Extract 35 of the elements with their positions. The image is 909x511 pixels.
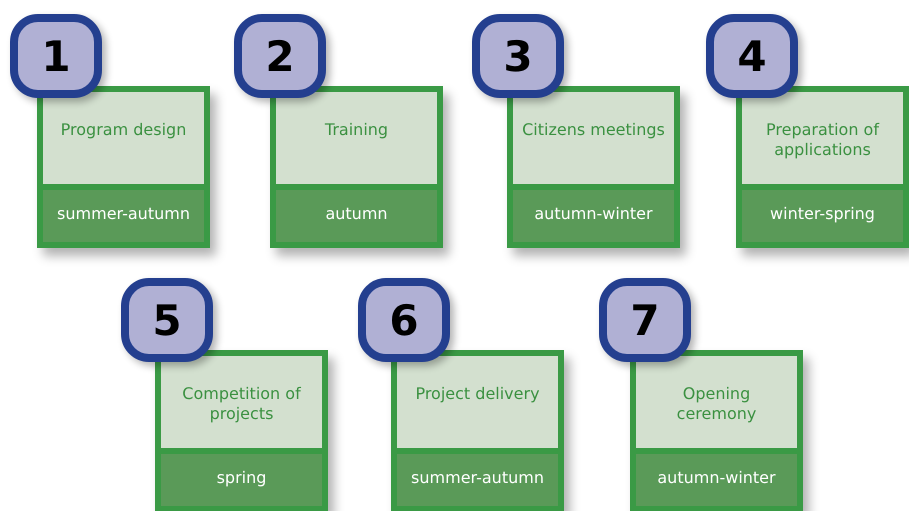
step-number: 3	[503, 32, 533, 80]
step-number: 6	[389, 296, 419, 344]
step-number: 2	[265, 32, 295, 80]
step-title: Competition of projects	[181, 384, 302, 424]
step-card	[630, 350, 803, 511]
step-period: spring	[216, 468, 266, 487]
step-number: 5	[152, 296, 182, 344]
number-badge	[472, 14, 564, 98]
step-title: Opening ceremony	[676, 384, 758, 424]
step-number: 1	[41, 32, 71, 80]
step-card	[37, 86, 210, 248]
step-title: Program design	[60, 120, 188, 140]
step-title: Citizens meetings	[521, 120, 666, 140]
number-badge	[358, 278, 450, 362]
step-period: summer-autumn	[57, 204, 190, 223]
step-period: autumn-winter	[534, 204, 653, 223]
step-title: Preparation of applications	[765, 120, 880, 160]
step-number: 4	[737, 32, 767, 80]
step-card	[391, 350, 564, 511]
step-card	[507, 86, 680, 248]
step-card	[155, 350, 328, 511]
step-period: autumn-winter	[657, 468, 776, 487]
number-badge	[599, 278, 691, 362]
step-title: Training	[324, 120, 390, 140]
step-period: summer-autumn	[411, 468, 544, 487]
number-badge	[706, 14, 798, 98]
step-title: Project delivery	[414, 384, 541, 404]
number-badge	[10, 14, 102, 98]
number-badge	[234, 14, 326, 98]
number-badge	[121, 278, 213, 362]
step-period: winter-spring	[770, 204, 875, 223]
step-number: 7	[630, 296, 660, 344]
step-card	[736, 86, 909, 248]
step-card	[270, 86, 443, 248]
step-period: autumn	[325, 204, 388, 223]
